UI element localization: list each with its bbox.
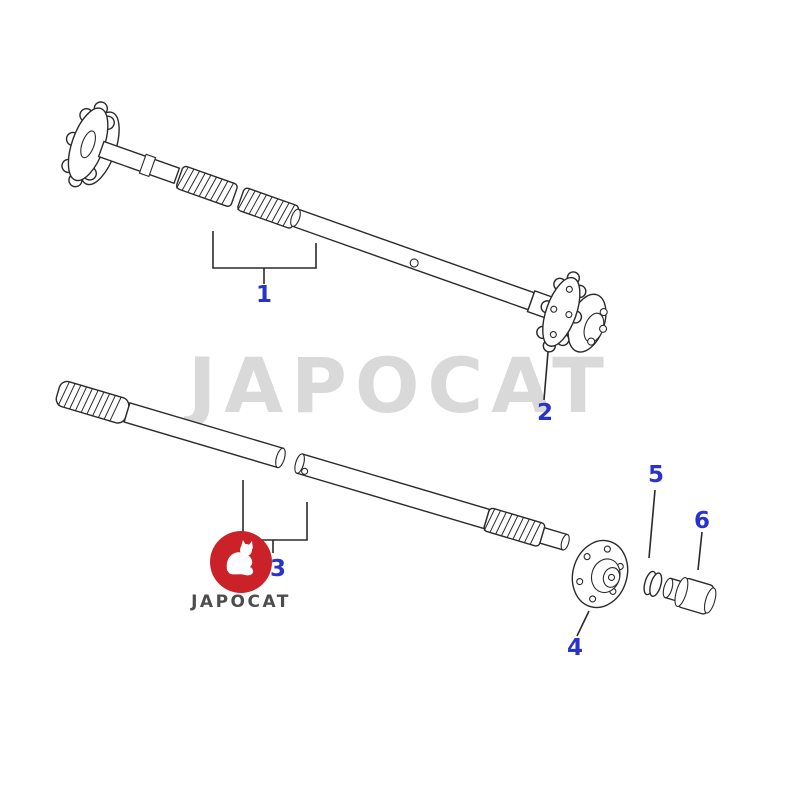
drive-flange-cap: [662, 576, 717, 615]
callout-6-leader: [697, 531, 703, 571]
splined-end: [55, 380, 130, 424]
callout-1: 1: [256, 282, 272, 308]
callout-2-leader: [543, 351, 549, 401]
bottom-axle-shaft: [55, 380, 570, 551]
shaft-piece-2: [295, 453, 491, 530]
logo-cat-icon: [226, 540, 254, 576]
splined-section-a: [175, 165, 238, 207]
callout-6: 6: [694, 508, 710, 534]
callout-5-leader: [648, 489, 656, 559]
callout-5: 5: [648, 462, 664, 488]
callout-3: 3: [270, 556, 286, 582]
splined-hub-end: [483, 507, 546, 547]
washer-ring: [643, 570, 663, 597]
callout-2: 2: [537, 400, 553, 426]
callout-4: 4: [567, 635, 583, 661]
shaft-collar: [138, 153, 157, 178]
watermark-text: JAPOCAT: [183, 341, 612, 430]
callout-4-leader: [576, 610, 590, 637]
splined-section-b: [237, 187, 300, 229]
right-flange: [536, 271, 608, 353]
top-driveshaft: [61, 101, 608, 353]
brand-logo: JAPOCAT: [190, 531, 291, 612]
callout-3-bracket: [242, 480, 308, 553]
shaft-segment: [97, 140, 181, 185]
shaft-clip: [409, 258, 419, 268]
left-flange: [61, 101, 120, 188]
logo-text: JAPOCAT: [190, 592, 291, 612]
hub: [571, 539, 629, 609]
callout-1-bracket: [212, 231, 317, 284]
